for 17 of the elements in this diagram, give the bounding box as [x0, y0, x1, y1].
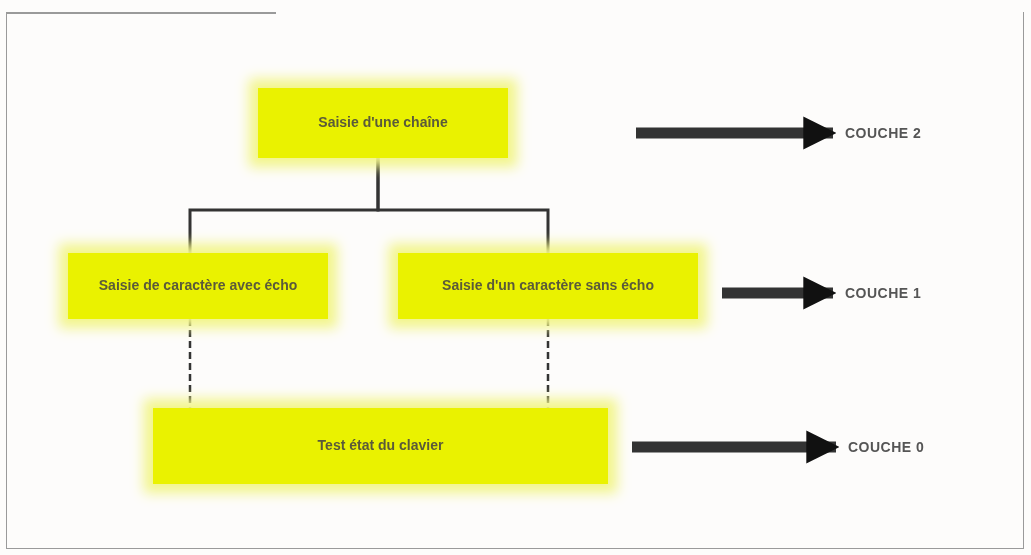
arrow: [632, 430, 840, 464]
box-label: Saisie d'un caractère sans écho: [441, 277, 655, 295]
process-box: [68, 253, 328, 319]
box-label: Test état du clavier: [316, 437, 445, 455]
connector-line: [188, 319, 192, 408]
layer-label: COUCHE 1: [845, 280, 955, 306]
process-box: [153, 408, 608, 484]
process-box: [398, 253, 698, 319]
connector-line: [546, 319, 550, 408]
layer-label: COUCHE 0: [848, 434, 958, 460]
box-label: Saisie d'une chaîne: [317, 114, 449, 132]
arrow: [722, 276, 837, 310]
process-box: [258, 88, 508, 158]
connector-line: [376, 158, 550, 253]
arrow: [636, 116, 837, 150]
layer-label: COUCHE 2: [845, 120, 955, 146]
box-label: Saisie de caractère avec écho: [97, 277, 299, 295]
